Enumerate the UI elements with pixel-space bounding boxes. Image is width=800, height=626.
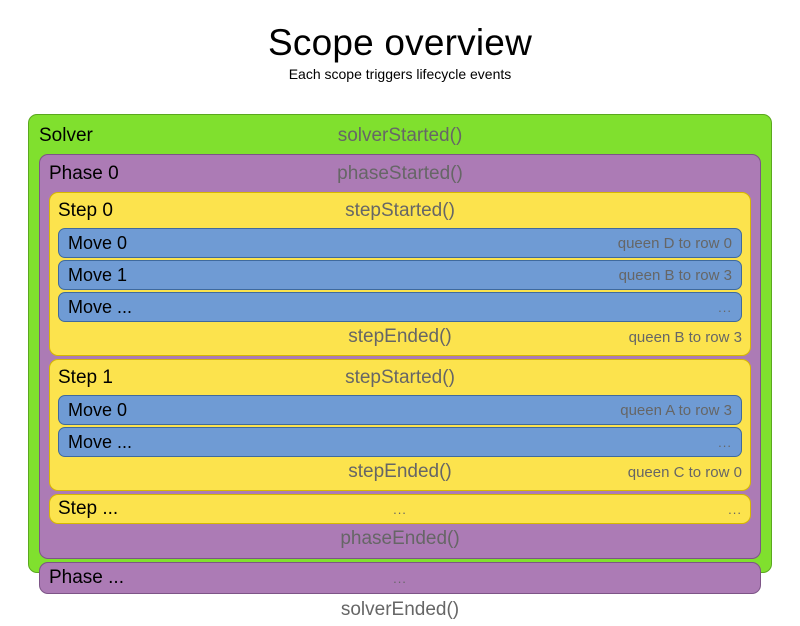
solver-started-row: Solver solverStarted() — [39, 120, 761, 152]
move-detail: ... — [718, 299, 732, 315]
phase-0-started-event: phaseStarted() — [337, 163, 463, 184]
move-label: Move ... — [68, 431, 133, 452]
step-ellipsis-scope[interactable]: Step ... ... ... — [49, 494, 751, 524]
step-1-label: Step 1 — [58, 367, 113, 388]
step-1-ended-detail: queen C to row 0 — [627, 463, 742, 481]
phase-ellipsis-event: ... — [393, 570, 407, 586]
phase-0-ended-row: phaseEnded() — [49, 524, 751, 554]
page-subtitle: Each scope triggers lifecycle events — [288, 66, 512, 83]
solver-label: Solver — [39, 125, 93, 146]
solver-ended-event: solverEnded() — [340, 599, 460, 620]
move-label: Move 1 — [68, 264, 128, 285]
move-item[interactable]: Move ... ... — [58, 427, 742, 457]
move-label: Move 0 — [68, 232, 128, 253]
solver-ended-row: solverEnded() — [39, 594, 761, 626]
step-1-started-row: Step 1 stepStarted() — [58, 363, 742, 393]
phase-0-label: Phase 0 — [49, 163, 119, 184]
move-item[interactable]: Move 1 queen B to row 3 — [58, 260, 742, 290]
solver-started-event: solverStarted() — [337, 125, 463, 146]
move-item[interactable]: Move ... ... — [58, 292, 742, 322]
step-ellipsis-event: ... — [393, 501, 407, 517]
move-label: Move ... — [68, 296, 133, 317]
move-detail: queen B to row 3 — [618, 266, 732, 284]
step-0-ended-detail: queen B to row 3 — [628, 328, 742, 346]
step-1-started-event: stepStarted() — [345, 367, 455, 388]
step-0-scope[interactable]: Step 0 stepStarted() Move 0 queen D to r… — [49, 192, 751, 356]
move-item[interactable]: Move 0 queen A to row 3 — [58, 395, 742, 425]
phase-0-started-row: Phase 0 phaseStarted() — [49, 159, 751, 189]
step-1-scope[interactable]: Step 1 stepStarted() Move 0 queen A to r… — [49, 359, 751, 491]
step-0-started-row: Step 0 stepStarted() — [58, 196, 742, 226]
step-1-ended-row: stepEnded() queen C to row 0 — [58, 457, 742, 487]
step-0-ended-row: stepEnded() queen B to row 3 — [58, 322, 742, 352]
page-header: Scope overview Each scope triggers lifec… — [0, 0, 800, 82]
page-title: Scope overview — [268, 22, 532, 63]
solver-scope[interactable]: Solver solverStarted() Phase 0 phaseStar… — [28, 114, 772, 620]
phase-0-scope[interactable]: Phase 0 phaseStarted() Step 0 stepStarte… — [39, 154, 761, 559]
step-0-label: Step 0 — [58, 200, 113, 221]
step-0-started-event: stepStarted() — [345, 200, 455, 221]
step-ellipsis-label: Step ... — [58, 498, 119, 519]
move-item[interactable]: Move 0 queen D to row 0 — [58, 228, 742, 258]
phase-0-ended-event: phaseEnded() — [340, 528, 460, 549]
phase-ellipsis-label: Phase ... — [49, 567, 124, 588]
move-detail: queen A to row 3 — [620, 401, 732, 419]
phase-ellipsis-scope[interactable]: Phase ... ... — [39, 562, 761, 594]
move-label: Move 0 — [68, 399, 128, 420]
move-detail: ... — [718, 434, 732, 450]
move-detail: queen D to row 0 — [617, 234, 732, 252]
step-ellipsis-detail: ... — [728, 501, 742, 517]
